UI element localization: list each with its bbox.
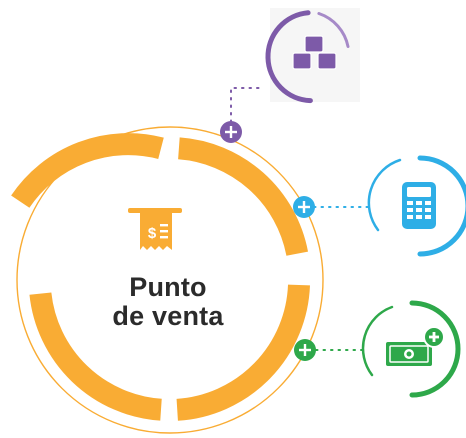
plus-badge-inventory[interactable] (220, 121, 242, 143)
boxes-icon (292, 35, 337, 70)
receipt-dollar-icon: $ (128, 208, 182, 250)
outer-ring (16, 126, 324, 434)
plus-badge-terminal[interactable] (293, 196, 315, 218)
cash-ring (409, 300, 461, 398)
money-plus-icon (386, 326, 445, 366)
connectors (230, 87, 369, 351)
inventory-ring (265, 10, 313, 104)
feature-terminal (367, 155, 466, 257)
main-title-line2: de venta (112, 301, 224, 331)
connector-inventory (230, 87, 263, 123)
main-ring (11, 133, 310, 421)
plus-badge-cash[interactable] (294, 339, 316, 361)
inventory-ring-light (317, 12, 350, 48)
terminal-ring-inner (367, 158, 402, 232)
terminal-ring (417, 155, 466, 257)
feature-cash (361, 300, 461, 398)
main-title-line1: Punto (129, 272, 207, 302)
svg-text:$: $ (148, 225, 157, 242)
feature-inventory (265, 8, 360, 104)
card-terminal-icon (402, 182, 436, 229)
cash-ring-inner (361, 305, 394, 377)
